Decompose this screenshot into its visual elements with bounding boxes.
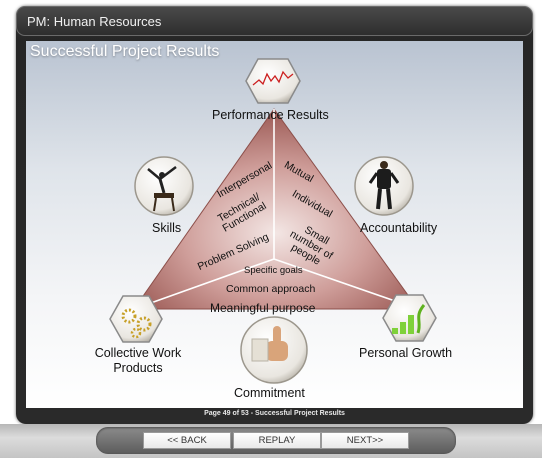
course-player: PM: Human Resources: [16, 6, 533, 424]
label-performance-results: Performance Results: [212, 108, 329, 122]
team-performance-diagram: [109, 58, 437, 384]
bottom-item-meaningful-purpose: Meaningful purpose: [210, 301, 316, 315]
bottom-item-specific-goals: Specific goals: [244, 265, 303, 276]
gears-icon: [109, 295, 163, 343]
triangle-shape: [133, 108, 419, 310]
thumbs-up-icon: [240, 316, 308, 384]
gymnast-icon: [134, 156, 194, 216]
title-bar: PM: Human Resources: [16, 6, 533, 36]
label-skills: Skills: [152, 221, 182, 235]
label-accountability: Accountability: [360, 221, 438, 235]
page-indicator: Page 49 of 53 - Successful Project Resul…: [204, 410, 345, 417]
next-button[interactable]: NEXT>>: [321, 432, 409, 449]
back-button[interactable]: << BACK: [143, 432, 231, 449]
plant-growth-icon: [382, 294, 437, 342]
businessman-icon: [354, 156, 414, 216]
replay-button[interactable]: REPLAY: [233, 432, 321, 449]
label-commitment: Commitment: [234, 386, 305, 400]
slide-content: Successful Project Results Performance R…: [26, 41, 523, 408]
app-title: PM: Human Resources: [27, 14, 162, 29]
bottom-item-common-approach: Common approach: [226, 283, 316, 295]
label-personal-growth: Personal Growth: [359, 346, 453, 360]
chart-line-icon: [245, 58, 301, 104]
label-collective-work-products: Collective Work Products: [94, 346, 182, 375]
slide-title: Successful Project Results: [30, 43, 220, 60]
